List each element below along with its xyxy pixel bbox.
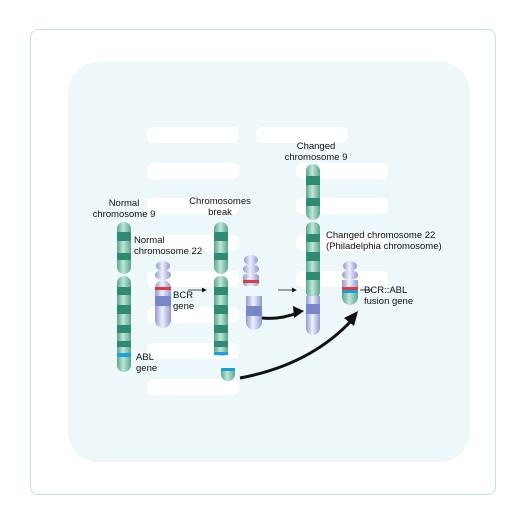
arrow-to-chr22 xyxy=(239,318,354,380)
broken-chromosome-22 xyxy=(243,255,259,286)
broken-chromosome-9 xyxy=(214,222,228,356)
bcr-abl-fusion-label: BCR::ABL fusion gene xyxy=(364,285,414,307)
changed-chromosome-9 xyxy=(306,164,320,335)
placeholder-box xyxy=(147,163,239,179)
placeholder-box xyxy=(147,379,239,395)
outer-frame xyxy=(30,29,496,495)
normal-chromosome-22 xyxy=(155,261,171,328)
philadelphia-chromosome xyxy=(342,261,358,305)
normal-chromosome-9 xyxy=(117,222,131,372)
bcr-gene-label: BCR gene xyxy=(173,290,195,312)
placeholder-box xyxy=(147,127,239,143)
chr22-fragment xyxy=(246,296,262,330)
abl-gene-label: ABL gene xyxy=(136,352,158,374)
placeholder-box xyxy=(256,127,348,143)
changed-chr9-label: Changed chromosome 9 xyxy=(284,141,348,163)
abl-marker xyxy=(117,353,131,357)
chr9-fragment-abl xyxy=(221,368,235,381)
changed-chr22-label: Changed chromosome 22 (Philadelphia chro… xyxy=(326,230,442,252)
normal-chr22-label: Normal chromosome 22 xyxy=(134,235,203,257)
bcr-marker xyxy=(155,287,171,290)
normal-chr9-label: Normal chromosome 9 xyxy=(92,198,156,220)
chromosomes-break-label: Chromosomes break xyxy=(189,196,251,218)
placeholder-box xyxy=(147,198,239,214)
